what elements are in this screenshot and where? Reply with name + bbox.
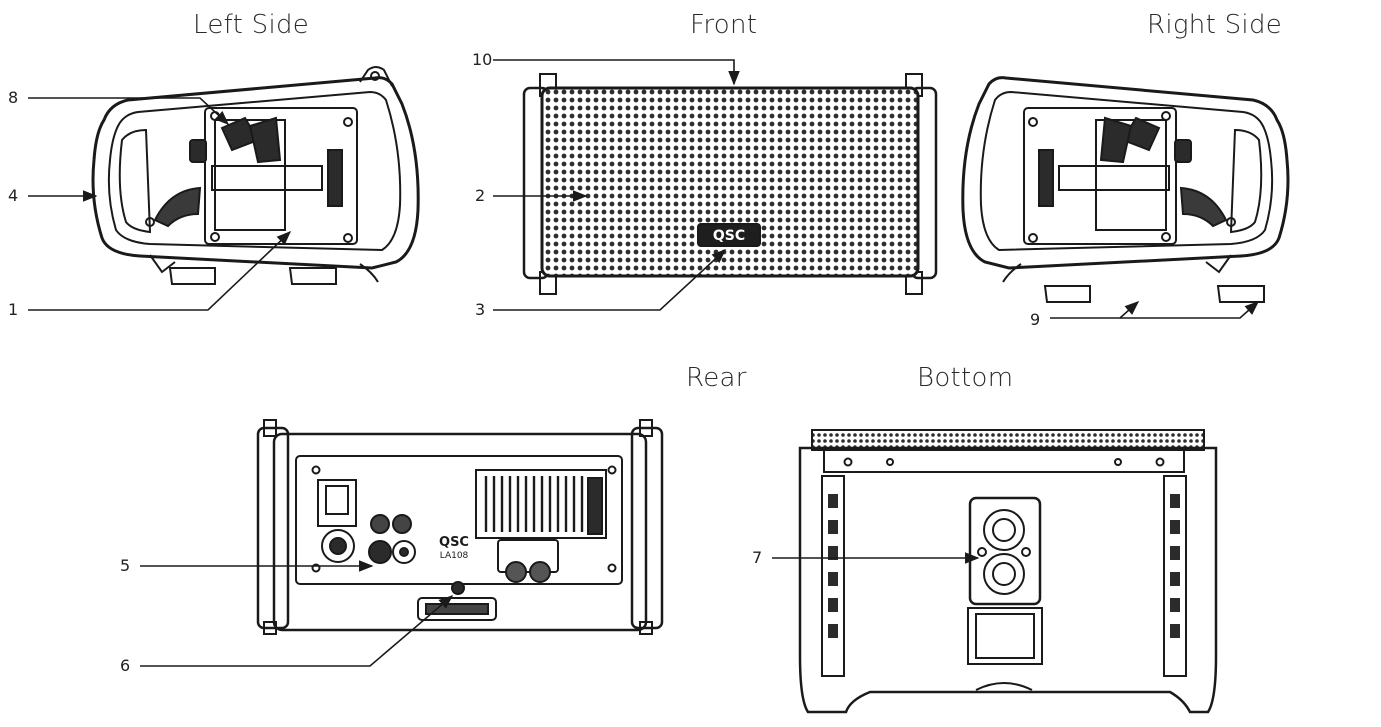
right-side-view [961,76,1290,303]
front-view [522,73,938,295]
callout-10: 10 [472,50,493,69]
left-side-view [91,66,420,285]
callout-8: 8 [8,88,19,107]
right-side-title: Right Side [1147,10,1283,40]
front-title: Front [690,10,758,40]
callout-1: 1 [8,300,19,319]
front-qsc-logo: QSC [713,228,745,244]
rear-title: Rear [686,363,747,393]
rear-callouts [140,560,454,667]
callout-5: 5 [120,556,131,575]
callout-7: 7 [752,548,763,567]
right-side-callouts [1050,301,1260,319]
callout-3: 3 [475,300,486,319]
rear-qsc-logo: QSC [439,535,469,550]
callout-2: 2 [475,186,486,205]
bottom-title: Bottom [917,363,1014,393]
rear-view [256,419,664,635]
callout-9: 9 [1030,310,1041,329]
callout-6: 6 [120,656,131,675]
left-side-title: Left Side [193,10,310,40]
front-callouts [493,59,740,311]
bottom-view [798,429,1218,714]
left-side-callouts [28,97,292,311]
rear-model-label: LA108 [440,551,469,561]
callout-4: 4 [8,186,19,205]
